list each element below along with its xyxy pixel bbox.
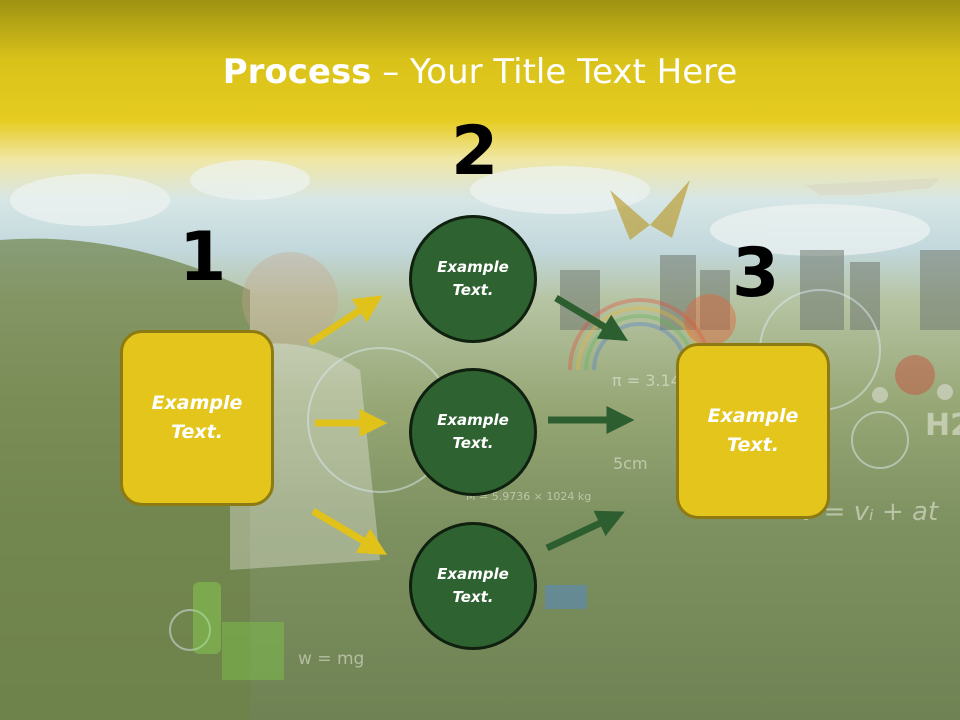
formula-hydrogen: H2 xyxy=(925,408,960,443)
formula-mass: M = 5.9736 × 1024 kg xyxy=(466,490,591,503)
butterfly-icon xyxy=(610,180,690,240)
step-box-3[interactable]: Example Text. xyxy=(676,343,830,519)
formula-pi: π = 3.14 xyxy=(612,371,681,390)
arrow-top-to-3 xyxy=(554,294,629,341)
step-number-3: 3 xyxy=(732,234,780,313)
step-number-2: 2 xyxy=(451,112,499,191)
step-box-1[interactable]: Example Text. xyxy=(120,330,274,506)
step-box-1-text: Example Text. xyxy=(151,392,243,443)
title-bold: Process xyxy=(222,52,372,92)
slide-title: Process – Your Title Text Here xyxy=(0,52,960,92)
arrow-1-to-top xyxy=(308,295,383,346)
airplane-icon xyxy=(805,178,940,195)
process-circle-top[interactable]: Example Text. xyxy=(409,215,537,343)
process-circle-middle-text: Example Text. xyxy=(437,411,509,452)
process-circle-top-text: Example Text. xyxy=(437,258,509,299)
step-number-1: 1 xyxy=(179,218,227,297)
step-box-3-text: Example Text. xyxy=(707,405,799,456)
formula-weight: w = mg xyxy=(298,649,364,669)
arrow-bottom-to-3 xyxy=(545,510,625,552)
title-rest: – Your Title Text Here xyxy=(371,52,738,92)
formula-length: 5cm xyxy=(613,454,648,473)
process-circle-bottom-text: Example Text. xyxy=(437,565,509,606)
process-circle-bottom[interactable]: Example Text. xyxy=(409,522,537,650)
process-circle-middle[interactable]: Example Text. xyxy=(409,368,537,496)
arrow-1-to-bottom xyxy=(311,507,388,555)
